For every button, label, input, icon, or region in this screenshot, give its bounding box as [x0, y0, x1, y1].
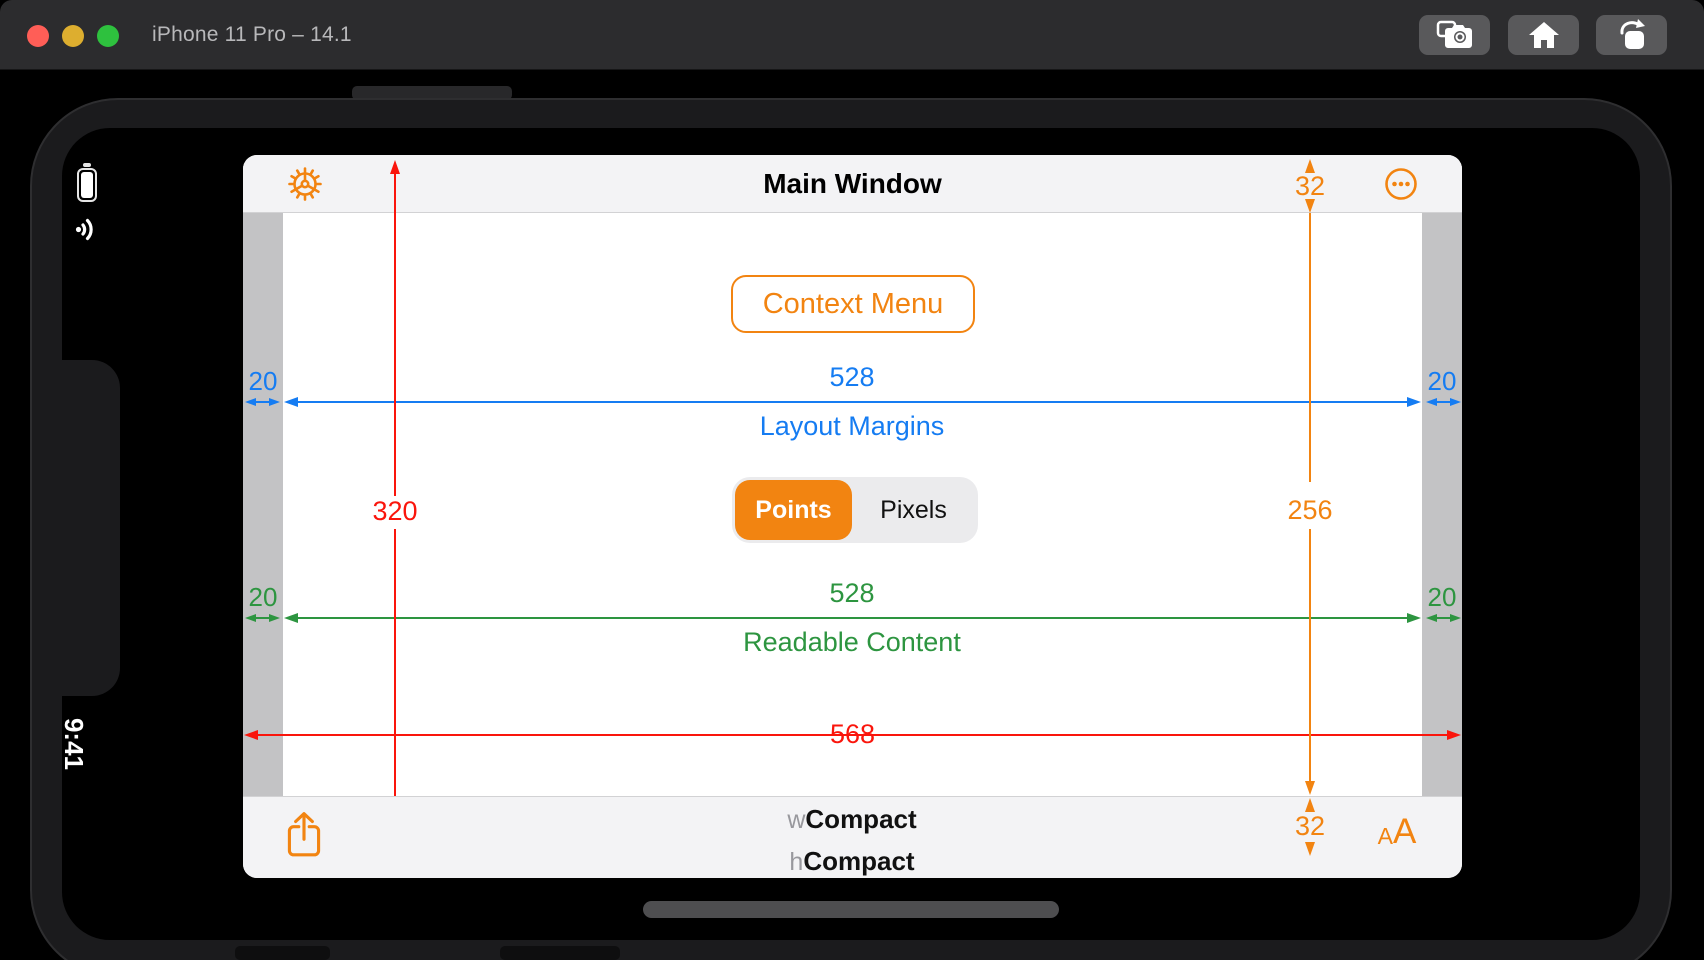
bottom-toolbar — [243, 796, 1462, 878]
measure-line — [254, 617, 270, 619]
arrow-head — [1447, 730, 1461, 740]
app-main-window: Main Window — [243, 155, 1462, 878]
arrow-head — [390, 160, 400, 174]
arrow-head — [244, 730, 258, 740]
measure-line — [1435, 401, 1451, 403]
arrow-head — [1426, 398, 1437, 406]
arrow-head — [1450, 614, 1461, 622]
window-titlebar: iPhone 11 Pro – 14.1 — [0, 0, 1704, 70]
home-button[interactable] — [1508, 15, 1579, 55]
arrow-head — [1407, 397, 1421, 407]
measure-value: 32 — [1294, 171, 1326, 201]
arrow-head — [269, 398, 280, 406]
measure-value: 528 — [829, 362, 875, 392]
measure-line — [1309, 529, 1311, 782]
measure-value: 20 — [1427, 582, 1457, 612]
height-class-value: Compact — [803, 846, 915, 876]
page-title: Main Window — [763, 168, 942, 199]
measure-value: 20 — [248, 366, 278, 396]
segment-pixels[interactable]: Pixels — [880, 495, 947, 524]
height-class-label: hCompact — [652, 846, 1052, 876]
measure-line — [255, 734, 1449, 736]
height-class-prefix: h — [789, 848, 804, 876]
arrow-head — [1305, 798, 1315, 812]
measure-value: 20 — [1427, 366, 1457, 396]
arrow-head — [1426, 614, 1437, 622]
measure-line — [296, 401, 1409, 403]
side-button-bottom-2 — [500, 946, 620, 960]
minimize-button[interactable] — [62, 25, 84, 47]
context-menu-button[interactable]: Context Menu — [731, 275, 975, 333]
arrow-head — [269, 614, 280, 622]
segment-points[interactable]: Points — [735, 480, 852, 540]
side-button-top — [352, 86, 512, 100]
arrow-head — [1305, 781, 1315, 795]
rotate-button[interactable] — [1596, 15, 1667, 55]
right-margin-bar — [1422, 213, 1462, 796]
width-class-value: Compact — [805, 804, 917, 834]
side-button-bottom-1 — [235, 946, 330, 960]
measure-value: 256 — [1287, 495, 1333, 525]
window-title: iPhone 11 Pro – 14.1 — [152, 23, 352, 46]
measure-line — [394, 529, 396, 860]
width-class-prefix: w — [787, 806, 806, 834]
measure-value: 20 — [248, 582, 278, 612]
wifi-icon — [64, 213, 103, 247]
measure-value: 528 — [829, 578, 875, 608]
screenshot-button[interactable] — [1419, 15, 1490, 55]
measure-caption: Readable Content — [743, 627, 961, 657]
status-time: 9:41 — [59, 717, 89, 771]
arrow-head — [1305, 159, 1315, 173]
arrow-head — [284, 397, 298, 407]
arrow-head — [284, 613, 298, 623]
measure-line — [296, 617, 1409, 619]
left-margin-bar — [243, 213, 283, 796]
measure-value: 568 — [829, 719, 876, 749]
home-indicator[interactable] — [643, 901, 1059, 918]
battery-icon — [83, 163, 91, 167]
width-class-label: wCompact — [652, 804, 1052, 834]
navigation-bar — [243, 155, 1462, 213]
share-icon[interactable] — [281, 809, 327, 864]
gear-icon[interactable] — [287, 166, 323, 207]
measure-line — [1435, 617, 1451, 619]
notch — [62, 360, 120, 696]
arrow-head — [245, 398, 256, 406]
measure-line — [254, 401, 270, 403]
measure-line — [1309, 213, 1311, 482]
arrow-head — [1305, 199, 1315, 213]
arrow-head — [1407, 613, 1421, 623]
close-button[interactable] — [27, 25, 49, 47]
arrow-head — [1305, 842, 1315, 856]
measure-caption: Layout Margins — [759, 411, 945, 441]
zoom-button[interactable] — [97, 25, 119, 47]
measure-value: 32 — [1294, 811, 1326, 841]
arrow-head — [245, 614, 256, 622]
measure-line — [394, 172, 396, 496]
measure-value: 320 — [372, 496, 418, 526]
battery-icon — [77, 168, 97, 202]
ellipsis-circle-icon[interactable] — [1383, 166, 1419, 207]
units-segmented-control: Points Pixels — [732, 477, 978, 543]
arrow-head — [1450, 398, 1461, 406]
